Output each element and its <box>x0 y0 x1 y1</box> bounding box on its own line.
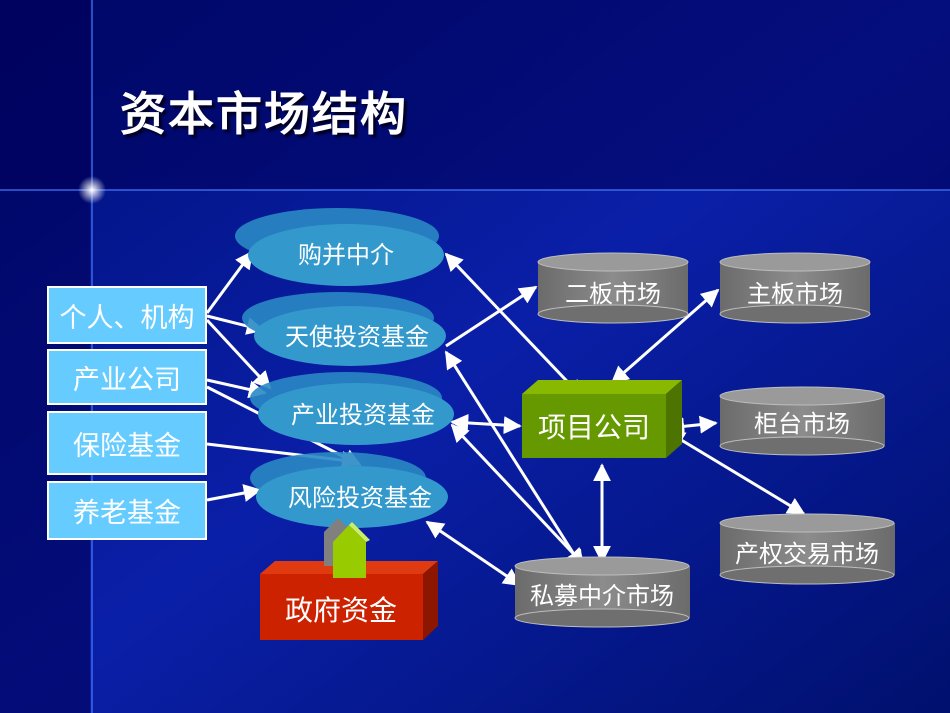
arrow-project-equity-exchange <box>666 430 806 516</box>
project-company-box <box>522 380 682 458</box>
top-band <box>0 0 950 190</box>
fund-ellipses <box>235 208 454 528</box>
house-icon <box>324 518 370 578</box>
label-equity-exchange: 产权交易市场 <box>735 540 879 568</box>
arrow-pension-to-vc <box>206 484 262 502</box>
ellipse-industrial-fund <box>250 372 454 445</box>
source-industrial-company: 产业公司 <box>47 349 207 405</box>
source-pension-fund: 养老基金 <box>47 481 207 540</box>
label-angel-fund: 天使投资基金 <box>285 323 429 351</box>
cylinder-second-board <box>537 252 689 324</box>
label-second-board: 二板市场 <box>565 280 661 308</box>
arrows <box>205 250 806 587</box>
cylinder-main-board <box>719 252 871 324</box>
label-ma-intermediary: 购并中介 <box>298 241 394 269</box>
arrow-individuals-to-ma <box>205 250 254 314</box>
arrow-project-main-board <box>610 288 720 385</box>
arrow-angel-to-second-board <box>445 285 538 348</box>
label-vc-fund: 风险投资基金 <box>288 484 432 512</box>
arrow-industrial-fund-private <box>450 423 586 567</box>
source-individuals-institutions: 个人、机构 <box>47 286 207 344</box>
page-title: 资本市场结构 <box>120 87 408 141</box>
label-main-board: 主板市场 <box>747 280 843 308</box>
label-government-funds: 政府资金 <box>285 594 397 627</box>
source-insurance-fund: 保险基金 <box>47 411 207 475</box>
government-funds-box <box>260 518 438 640</box>
cylinder-otc <box>719 386 885 456</box>
lens-flare <box>78 176 106 204</box>
arrow-vc-private <box>425 520 522 587</box>
label-otc: 柜台市场 <box>754 410 850 438</box>
label-industrial-fund: 产业投资基金 <box>291 401 435 429</box>
ellipse-angel <box>242 292 446 366</box>
ellipse-ma <box>235 208 444 286</box>
cylinder-equity-exchange <box>719 513 895 585</box>
cylinder-private-placement <box>514 556 690 628</box>
label-project-company: 项目公司 <box>538 411 650 444</box>
arrow-individuals-to-industrial-fund <box>205 318 272 390</box>
label-private-placement: 私募中介市场 <box>530 582 674 610</box>
ellipse-vc <box>250 452 448 528</box>
